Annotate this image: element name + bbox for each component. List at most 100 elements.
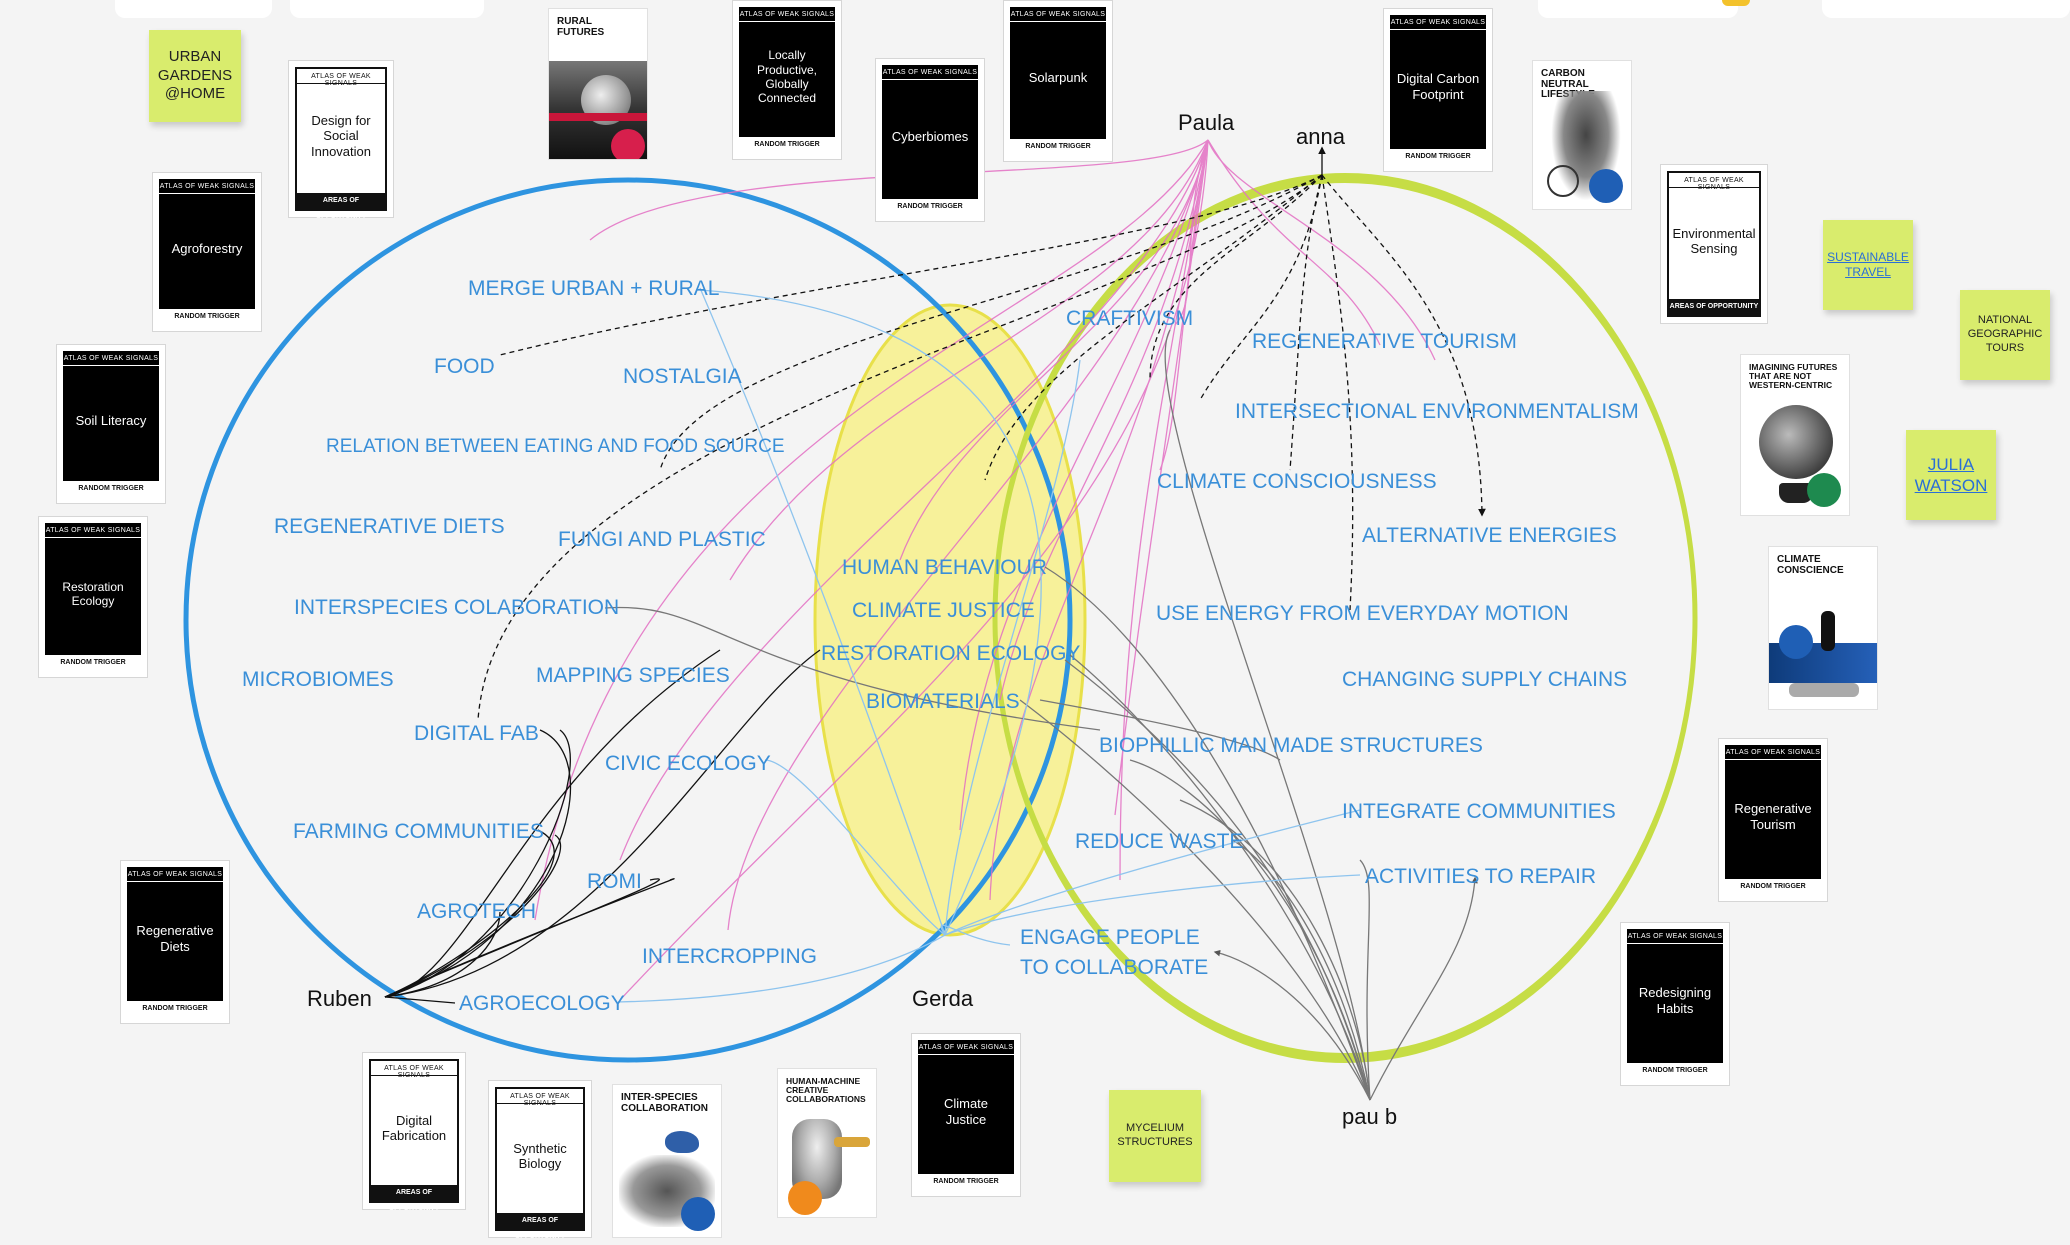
card-redesigning-habits[interactable]: ATLAS OF WEAK SIGNALS Redesigning Habits… [1620, 922, 1730, 1086]
card-title: Restoration Ecology [62, 579, 124, 609]
topic-alternative-energies[interactable]: ALTERNATIVE ENERGIES [1362, 524, 1617, 547]
card-header: ATLAS OF WEAK SIGNALS [918, 1044, 1014, 1051]
card-agroforestry[interactable]: ATLAS OF WEAK SIGNALS Agroforestry RANDO… [152, 172, 262, 332]
card-soil-literacy[interactable]: ATLAS OF WEAK SIGNALS Soil Literacy RAND… [56, 344, 166, 504]
card-header: ATLAS OF WEAK SIGNALS [63, 355, 159, 362]
bird-image [665, 1131, 699, 1153]
connector-line [384, 729, 571, 998]
connector-line [699, 289, 1042, 936]
card-title: Locally Productive, Globally Connected [756, 48, 818, 106]
connector-line [534, 139, 1209, 921]
topic-intercropping[interactable]: INTERCROPPING [642, 945, 817, 968]
card-environmental-sensing[interactable]: ATLAS OF WEAK SIGNALS Environmental Sens… [1660, 164, 1768, 324]
badge-icon [681, 1197, 715, 1231]
card-footer: RANDOM TRIGGER [739, 137, 835, 153]
topic-relation-eating[interactable]: RELATION BETWEEN EATING AND FOOD SOURCE [326, 436, 785, 457]
topic-craftivism[interactable]: CRAFTIVISM [1066, 307, 1193, 330]
card-header: ATLAS OF WEAK SIGNALS [510, 1093, 570, 1107]
topic-restoration-ecology[interactable]: RESTORATION ECOLOGY [821, 642, 1080, 665]
card-solarpunk[interactable]: ATLAS OF WEAK SIGNALS Solarpunk RANDOM T… [1003, 0, 1113, 162]
card-locally-productive[interactable]: ATLAS OF WEAK SIGNALS Locally Productive… [732, 0, 842, 160]
topic-civic-ecology[interactable]: CIVIC ECOLOGY [605, 752, 771, 775]
topic-digital-fab[interactable]: DIGITAL FAB [414, 722, 539, 745]
connector-line [1064, 659, 1371, 1101]
connector-line [1019, 699, 1371, 1101]
topic-reduce-waste[interactable]: REDUCE WASTE [1075, 830, 1243, 853]
card-cyberbiomes[interactable]: ATLAS OF WEAK SIGNALS Cyberbiomes RANDOM… [875, 58, 985, 222]
topic-interspecies-collab[interactable]: INTERSPECIES COLABORATION [294, 596, 619, 619]
topic-biophillic[interactable]: BIOPHILLIC MAN MADE STRUCTURES [1099, 734, 1483, 757]
connector-line [1231, 839, 1371, 1101]
card-footer: RANDOM TRIGGER [159, 309, 255, 325]
card-title: Soil Literacy [75, 413, 147, 429]
topic-nostalgia[interactable]: NOSTALGIA [623, 365, 742, 388]
topic-climate-consciousness[interactable]: CLIMATE CONSCIOUSNESS [1157, 470, 1437, 493]
topic-merge-urban-rural[interactable]: MERGE URBAN + RURAL [468, 277, 719, 300]
connector-line [499, 174, 1323, 356]
topic-regenerative-diets[interactable]: REGENERATIVE DIETS [274, 515, 505, 538]
sticky-urban-gardens[interactable]: URBAN GARDENS @HOME [149, 30, 241, 122]
connector-line [1164, 329, 1371, 1101]
card-restoration-ecology[interactable]: ATLAS OF WEAK SIGNALS Restoration Ecolog… [38, 516, 148, 678]
people-labels: Paula anna Ruben Gerda pau b [307, 110, 1397, 1129]
sticky-mycelium[interactable]: MYCELIUM STRUCTURES [1109, 1090, 1201, 1182]
card-digital-fabrication[interactable]: ATLAS OF WEAK SIGNALS Digital Fabricatio… [362, 1052, 466, 1212]
badge-icon [1589, 169, 1623, 203]
card-title: Synthetic Biology [513, 1140, 567, 1172]
topic-changing-supply[interactable]: CHANGING SUPPLY CHAINS [1342, 668, 1627, 691]
connector-line [1159, 139, 1209, 471]
topic-mapping-species[interactable]: MAPPING SPECIES [536, 664, 730, 687]
card-design-social-innovation[interactable]: ATLAS OF WEAK SIGNALS Design for Social … [288, 60, 394, 220]
photo-card-imagining-futures[interactable]: IMAGINING FUTURES THAT ARE NOT WESTERN-C… [1740, 354, 1850, 516]
connector-line [999, 139, 1209, 701]
card-footer: AREAS OF OPPORTUNITY [497, 1213, 583, 1240]
topic-human-behaviour[interactable]: HUMAN BEHAVIOUR [842, 556, 1047, 579]
topic-agroecology[interactable]: AGROECOLOGY [459, 992, 625, 1015]
person-anna: anna [1296, 124, 1346, 149]
connector-line [617, 934, 946, 1003]
photo-card-rural-futures[interactable]: RURAL FUTURES [548, 8, 648, 160]
photo-card-title: RURAL FUTURES [557, 16, 605, 38]
topic-biomaterials[interactable]: BIOMATERIALS [866, 690, 1020, 713]
connector-line [1321, 174, 1354, 611]
card-regenerative-diets[interactable]: ATLAS OF WEAK SIGNALS Regenerative Diets… [120, 860, 230, 1024]
sticky-julia-watson[interactable]: JULIA WATSON [1906, 430, 1996, 520]
card-header: ATLAS OF WEAK SIGNALS [739, 11, 835, 18]
card-footer: AREAS OF OPPORTUNITY [297, 193, 385, 220]
topic-microbiomes[interactable]: MICROBIOMES [242, 668, 394, 691]
topic-fungi-plastic[interactable]: FUNGI AND PLASTIC [558, 528, 766, 551]
topic-engage-people-line2[interactable]: TO COLLABORATE [1020, 956, 1208, 979]
card-regenerative-tourism[interactable]: ATLAS OF WEAK SIGNALS Regenerative Touri… [1718, 738, 1828, 902]
topic-use-energy[interactable]: USE ENERGY FROM EVERYDAY MOTION [1156, 602, 1569, 625]
connector-line [944, 359, 1081, 936]
photo-card-inter-species[interactable]: INTER-SPECIES COLLABORATION [612, 1084, 722, 1238]
card-climate-justice[interactable]: ATLAS OF WEAK SIGNALS Climate Justice RA… [911, 1033, 1021, 1197]
connector-line [384, 834, 561, 998]
topic-activities-repair[interactable]: ACTIVITIES TO REPAIR [1365, 865, 1596, 888]
photo-card-climate-conscience[interactable]: CLIMATE CONSCIENCE [1768, 546, 1878, 710]
topic-labels: MERGE URBAN + RURAL FOOD NOSTALGIA RELAT… [242, 277, 1639, 1015]
topic-intersectional-env[interactable]: INTERSECTIONAL ENVIRONMENTALISM [1235, 400, 1639, 423]
photo-card-human-machine[interactable]: HUMAN-MACHINE CREATIVE COLLABORATIONS [777, 1068, 877, 1218]
topic-engage-people-line1[interactable]: ENGAGE PEOPLE [1020, 926, 1200, 949]
card-synthetic-biology[interactable]: ATLAS OF WEAK SIGNALS Synthetic Biology … [488, 1080, 592, 1240]
badge-icon [611, 129, 645, 159]
connector-line [940, 924, 1011, 946]
badge-icon [1807, 473, 1841, 507]
topic-food[interactable]: FOOD [434, 355, 495, 378]
sticky-sustainable-travel[interactable]: SUSTAINABLE TRAVEL [1823, 220, 1913, 310]
sticky-national-geographic[interactable]: NATIONAL GEOGRAPHIC TOURS [1960, 290, 2050, 380]
topic-climate-justice[interactable]: CLIMATE JUSTICE [852, 599, 1035, 622]
photo-card-carbon-neutral[interactable]: CARBON NEUTRAL LIFESTYLE [1532, 60, 1632, 210]
card-digital-carbon[interactable]: ATLAS OF WEAK SIGNALS Digital Carbon Foo… [1383, 8, 1493, 172]
topic-regenerative-tourism[interactable]: REGENERATIVE TOURISM [1252, 330, 1517, 353]
topic-romi[interactable]: ROMI [587, 870, 642, 893]
connector-line [1213, 949, 1371, 1101]
topic-integrate-communities[interactable]: INTEGRATE COMMUNITIES [1342, 800, 1616, 823]
topic-farming-communities[interactable]: FARMING COMMUNITIES [293, 820, 544, 843]
topic-agrotech[interactable]: AGROTECH [417, 900, 536, 923]
card-footer: RANDOM TRIGGER [45, 655, 141, 671]
card-footer: RANDOM TRIGGER [63, 481, 159, 497]
card-header: ATLAS OF WEAK SIGNALS [159, 183, 255, 190]
